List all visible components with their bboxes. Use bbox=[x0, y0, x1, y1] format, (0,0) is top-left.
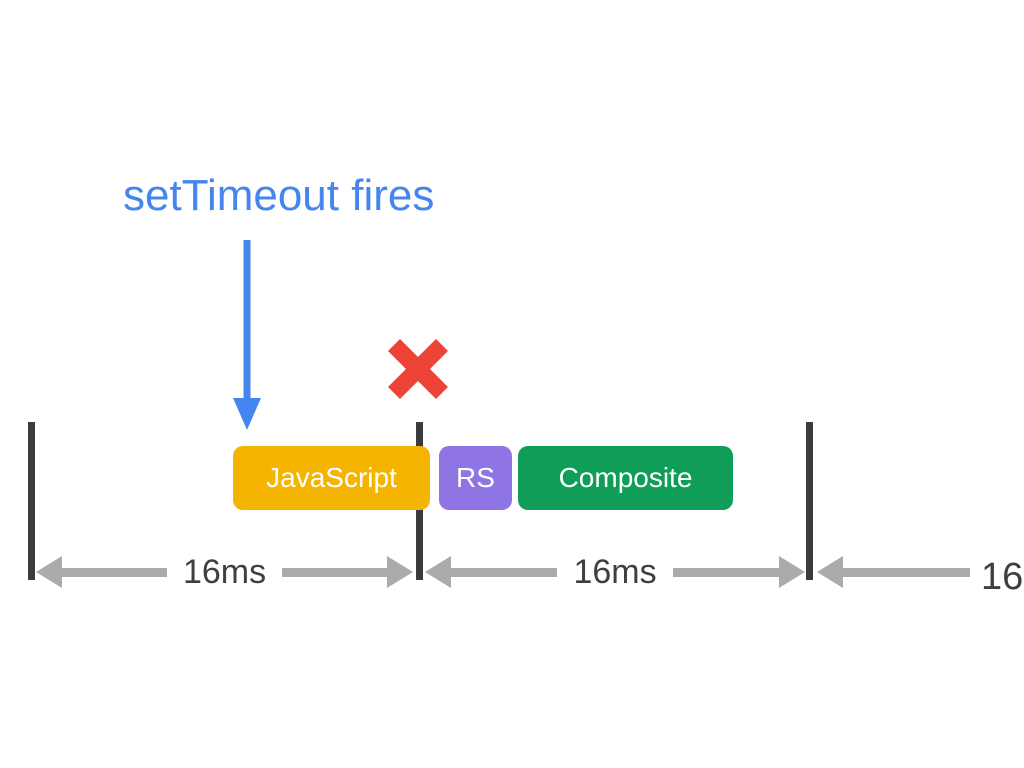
arrow-line bbox=[282, 567, 388, 577]
frame-interval-arrow-2: 16ms bbox=[425, 553, 806, 591]
arrowhead-left-icon bbox=[36, 556, 62, 588]
interval-duration-label: 16ms bbox=[573, 553, 657, 591]
arrow-line bbox=[843, 567, 970, 577]
arrowhead-right-icon bbox=[387, 556, 414, 588]
task-block-label: JavaScript bbox=[266, 462, 397, 493]
interval-duration-label: 16ms bbox=[182, 553, 267, 591]
arrow-line bbox=[451, 567, 558, 577]
interval-duration-label-clipped: 16 bbox=[981, 558, 1024, 595]
settimeout-fires-label: setTimeout fires bbox=[123, 171, 435, 220]
task-block-label: Composite bbox=[558, 462, 693, 493]
task-block-javascript: JavaScript bbox=[233, 446, 430, 510]
down-arrow-head bbox=[233, 398, 261, 430]
frame-interval-arrow-3 bbox=[817, 554, 970, 590]
task-block-composite: Composite bbox=[518, 446, 733, 510]
task-block-label: RS bbox=[456, 462, 495, 493]
cross-stroke bbox=[387, 338, 449, 400]
arrow-line bbox=[62, 567, 167, 577]
frame-interval-arrow-1: 16ms bbox=[36, 553, 414, 591]
task-block-rs: RS bbox=[439, 446, 512, 510]
frame-boundary-tick-3 bbox=[806, 422, 813, 580]
arrowhead-left-icon bbox=[425, 556, 451, 588]
arrowhead-right-icon bbox=[779, 556, 806, 588]
arrowhead-left-icon bbox=[817, 556, 843, 588]
down-arrow-icon bbox=[233, 240, 261, 430]
arrow-line bbox=[672, 567, 780, 577]
frame-boundary-tick-1 bbox=[28, 422, 35, 580]
dropped-frame-cross-icon bbox=[387, 338, 449, 400]
